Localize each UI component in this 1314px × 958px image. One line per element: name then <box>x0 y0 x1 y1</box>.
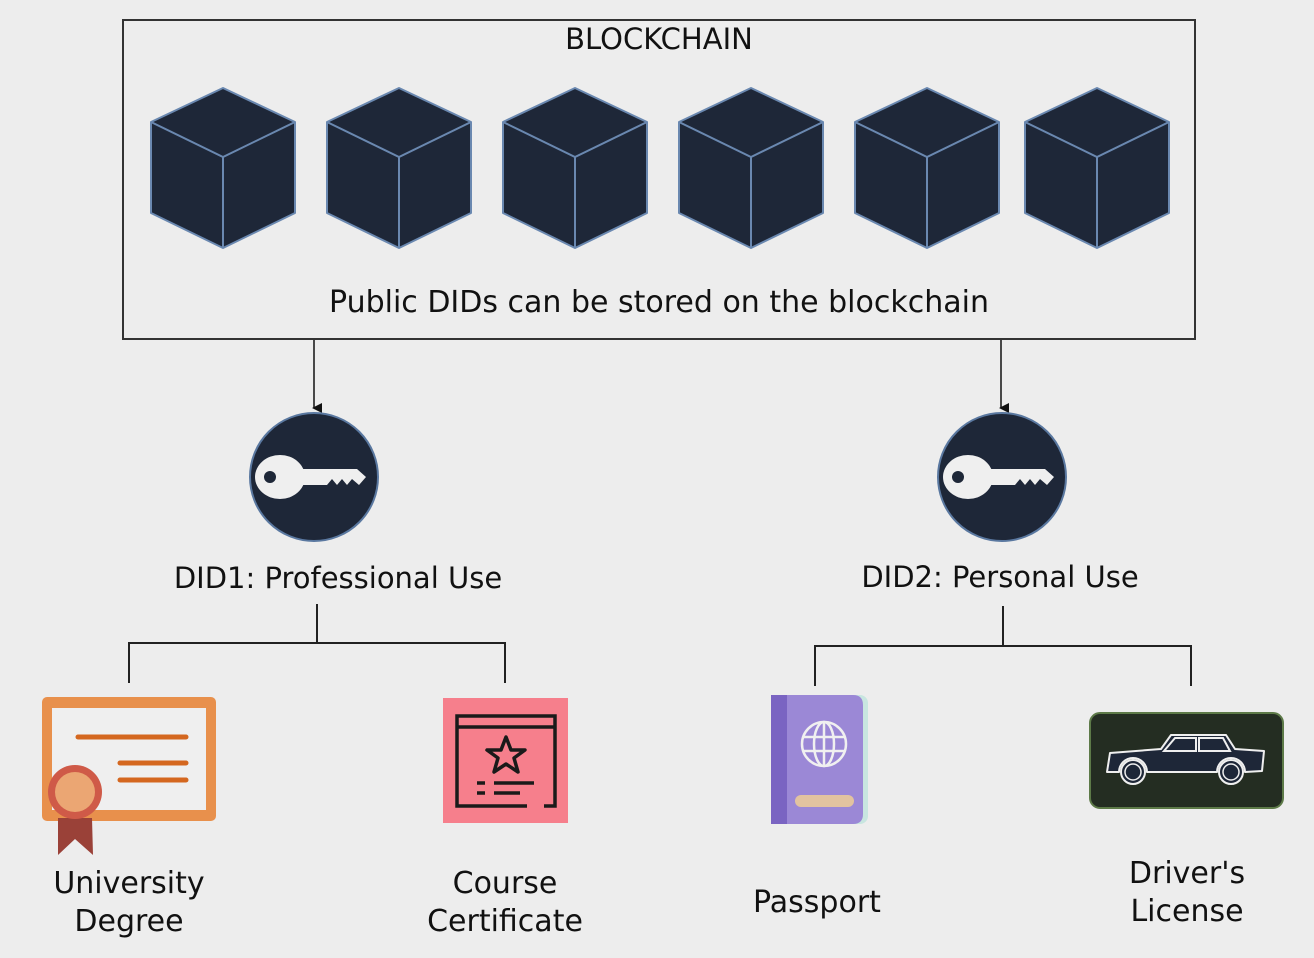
credential-course-certificate: Course Certificate <box>375 865 635 941</box>
block-cube-icon <box>150 87 296 249</box>
did1-key-icon <box>249 412 379 542</box>
credential-label-line2: Certificate <box>427 904 583 939</box>
passport-globe-icon <box>771 695 868 824</box>
credential-drivers-license: Driver's License <box>1057 855 1314 931</box>
blockchain-container <box>122 19 1196 340</box>
block-cube-icon <box>326 87 472 249</box>
did1-label: DID1: Professional Use <box>173 561 503 595</box>
credential-university-degree: University Degree <box>0 865 258 941</box>
did1-connector <box>128 604 506 683</box>
credential-label-line1: Driver's <box>1128 856 1246 891</box>
blockchain-caption: Public DIDs can be stored on the blockch… <box>329 285 989 320</box>
credential-label-line2: License <box>1130 894 1244 929</box>
star-certificate-icon <box>443 698 568 823</box>
credential-label-line1: Passport <box>753 885 881 920</box>
block-cube-icon <box>1024 87 1170 249</box>
did2-label: DID2: Personal Use <box>861 560 1139 594</box>
certificate-ribbon-icon <box>42 697 216 855</box>
credential-label-line2: Degree <box>74 904 184 939</box>
did2-key-icon <box>937 412 1067 542</box>
block-cube-icon <box>678 87 824 249</box>
credential-label-line1: Course <box>452 866 558 901</box>
credential-label-line1: University <box>53 866 205 901</box>
credential-passport: Passport <box>687 884 947 922</box>
block-list <box>150 87 1170 249</box>
car-icon <box>1089 712 1284 809</box>
blockchain-title: BLOCKCHAIN <box>565 22 753 56</box>
block-cube-icon <box>502 87 648 249</box>
block-cube-icon <box>854 87 1000 249</box>
did2-connector <box>814 606 1192 686</box>
